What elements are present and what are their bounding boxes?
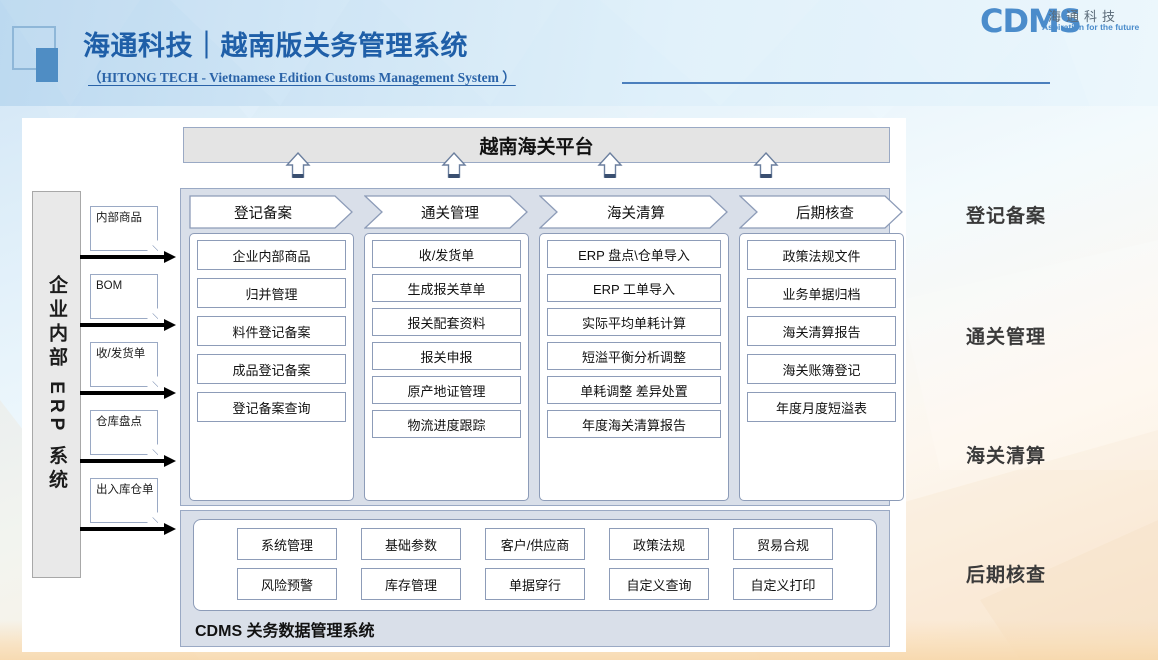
module-item[interactable]: 业务单据归档 (747, 278, 896, 308)
module-item[interactable]: 料件登记备案 (197, 316, 346, 346)
erp-arrow-2 (80, 387, 180, 399)
module-item[interactable]: 企业内部商品 (197, 240, 346, 270)
process-column-qingsuan: 海关清算 ERP 盘点\仓单导入 ERP 工单导入 实际平均单耗计算 短溢平衡分… (539, 195, 729, 501)
module-item[interactable]: 单耗调整 差异处置 (547, 376, 721, 404)
doc-fold-icon (147, 308, 158, 319)
module-item[interactable]: 收/发货单 (372, 240, 521, 268)
stage-tab-0[interactable]: 登记备案 (189, 195, 354, 229)
cdms-caption: CDMS 关务数据管理系统 (195, 623, 375, 640)
process-column-body-0: 企业内部商品 归并管理 料件登记备案 成品登记备案 登记备案查询 (189, 233, 354, 501)
process-column-dengji: 登记备案 企业内部商品 归并管理 料件登记备案 成品登记备案 登记备案查询 (189, 195, 354, 501)
up-arrow-icon-1 (441, 151, 467, 178)
module-item[interactable]: ERP 盘点\仓单导入 (547, 240, 721, 268)
module-item[interactable]: 年度月度短溢表 (747, 392, 896, 422)
process-column-houqi: 后期核查 政策法规文件 业务单据归档 海关清算报告 海关账簿登记 年度月度短溢表 (739, 195, 904, 501)
doc-fold-icon (147, 512, 158, 523)
right-label-qingsuan: 海关清算 (966, 446, 1047, 467)
cdms-module-row-2: 风险预警 库存管理 单据穿行 自定义查询 自定义打印 (194, 568, 876, 600)
stage-tab-3[interactable]: 后期核查 (739, 195, 904, 229)
module-item[interactable]: 报关配套资料 (372, 308, 521, 336)
erp-arrow-4 (80, 523, 180, 535)
customs-platform-label: 越南海关平台 (479, 136, 594, 158)
up-arrow-icon-3 (753, 151, 779, 178)
right-label-dengji: 登记备案 (966, 206, 1047, 227)
cdms-module[interactable]: 贸易合规 (733, 528, 833, 560)
doc-fold-icon (147, 240, 158, 251)
right-label-tongguan: 通关管理 (966, 327, 1047, 348)
module-item[interactable]: 实际平均单耗计算 (547, 308, 721, 336)
cdms-module[interactable]: 客户/供应商 (485, 528, 585, 560)
brand-cdms-logo: CDMS (980, 2, 1082, 40)
erp-arrow-0 (80, 251, 180, 263)
cdms-module[interactable]: 自定义查询 (609, 568, 709, 600)
erp-doc-0: 内部商品 (90, 206, 158, 251)
stage-tab-2[interactable]: 海关清算 (539, 195, 729, 229)
erp-doc-2: 收/发货单 (90, 342, 158, 387)
doc-fold-icon (147, 376, 158, 387)
header-underline (622, 82, 1050, 84)
erp-doc-4: 出入库仓单 (90, 478, 158, 523)
brand-company-name: 海通科技 (1048, 9, 1121, 24)
module-item[interactable]: 原产地证管理 (372, 376, 521, 404)
module-item[interactable]: 物流进度跟踪 (372, 410, 521, 438)
process-column-body-3: 政策法规文件 业务单据归档 海关清算报告 海关账簿登记 年度月度短溢表 (739, 233, 904, 501)
doc-fold-icon (147, 444, 158, 455)
module-item[interactable]: 政策法规文件 (747, 240, 896, 270)
cdms-module-row-1: 系统管理 基础参数 客户/供应商 政策法规 贸易合规 (194, 528, 876, 560)
erp-system-bar: 企业内部 ERP 系统 (32, 191, 81, 578)
erp-system-label: 企业内部 ERP 系统 (46, 275, 67, 494)
cdms-module[interactable]: 系统管理 (237, 528, 337, 560)
stage-tab-label-3: 后期核查 (796, 205, 854, 222)
stage-tab-label-1: 通关管理 (421, 205, 479, 222)
up-arrow-icon-0 (285, 151, 311, 178)
cdms-module[interactable]: 单据穿行 (485, 568, 585, 600)
page-subtitle: （HITONG TECH - Vietnamese Edition Custom… (88, 70, 516, 85)
brand-tagline: Aspiration for the future (1042, 22, 1140, 32)
erp-doc-3: 仓库盘点 (90, 410, 158, 455)
module-item[interactable]: 成品登记备案 (197, 354, 346, 384)
logo-square-icon (12, 26, 68, 82)
erp-arrow-1 (80, 319, 180, 331)
module-item[interactable]: 海关账簿登记 (747, 354, 896, 384)
stage-tab-1[interactable]: 通关管理 (364, 195, 529, 229)
module-item[interactable]: 海关清算报告 (747, 316, 896, 346)
module-item[interactable]: 登记备案查询 (197, 392, 346, 422)
module-item[interactable]: 短溢平衡分析调整 (547, 342, 721, 370)
cdms-module[interactable]: 基础参数 (361, 528, 461, 560)
cdms-module[interactable]: 库存管理 (361, 568, 461, 600)
cdms-module[interactable]: 政策法规 (609, 528, 709, 560)
erp-arrow-3 (80, 455, 180, 467)
stage-tab-label-2: 海关清算 (607, 205, 665, 222)
module-item[interactable]: ERP 工单导入 (547, 274, 721, 302)
process-column-tongguan: 通关管理 收/发货单 生成报关草单 报关配套资料 报关申报 原产地证管理 物流进… (364, 195, 529, 501)
module-item[interactable]: 归并管理 (197, 278, 346, 308)
cdms-module[interactable]: 自定义打印 (733, 568, 833, 600)
stage-tab-label-0: 登记备案 (234, 205, 292, 222)
cdms-module[interactable]: 风险预警 (237, 568, 337, 600)
header-band (0, 0, 1158, 106)
process-column-body-1: 收/发货单 生成报关草单 报关配套资料 报关申报 原产地证管理 物流进度跟踪 (364, 233, 529, 501)
module-item[interactable]: 年度海关清算报告 (547, 410, 721, 438)
module-item[interactable]: 生成报关草单 (372, 274, 521, 302)
up-arrow-icon-2 (597, 151, 623, 178)
right-label-houqi: 后期核查 (966, 565, 1047, 586)
erp-doc-1: BOM (90, 274, 158, 319)
cdms-modules-panel: 系统管理 基础参数 客户/供应商 政策法规 贸易合规 风险预警 库存管理 单据穿… (193, 519, 877, 611)
process-column-body-2: ERP 盘点\仓单导入 ERP 工单导入 实际平均单耗计算 短溢平衡分析调整 单… (539, 233, 729, 501)
diagram-panel: 企业内部 ERP 系统 内部商品 BOM 收/发货单 仓库盘点 出入库仓单 (22, 118, 906, 652)
page-title: 海通科技｜越南版关务管理系统 (83, 31, 468, 61)
process-stage-container: 登记备案 企业内部商品 归并管理 料件登记备案 成品登记备案 登记备案查询 通关… (180, 188, 904, 506)
cdms-base-container: 系统管理 基础参数 客户/供应商 政策法规 贸易合规 风险预警 库存管理 单据穿… (180, 510, 890, 647)
module-item[interactable]: 报关申报 (372, 342, 521, 370)
